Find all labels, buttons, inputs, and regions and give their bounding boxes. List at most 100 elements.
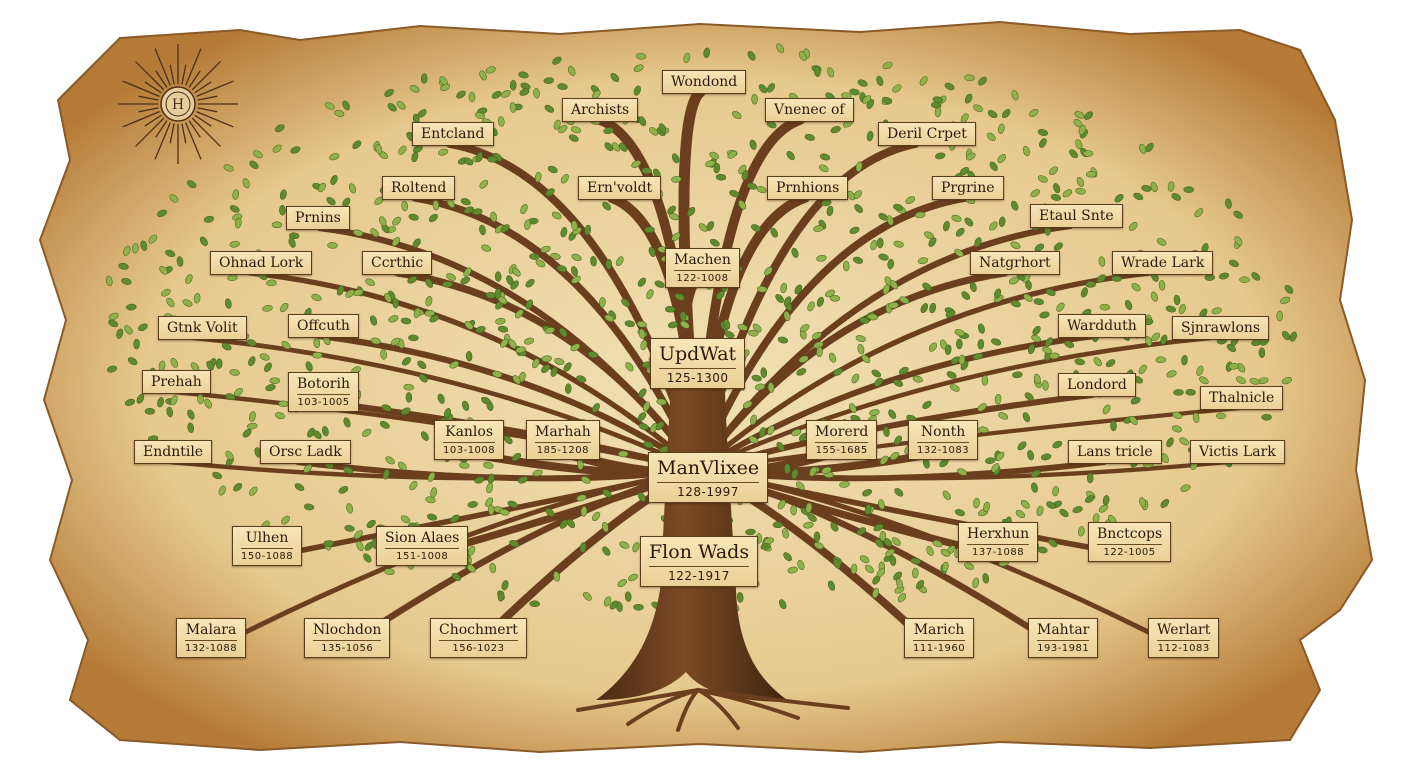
node-morerd[interactable]: Morerd 155-1685 [806,420,878,460]
node-name: Endntile [143,444,204,460]
node-name: Vnenec of [774,102,845,118]
node-manvlixee[interactable]: ManVlixee 128-1997 [648,452,769,503]
node-name: Lans tricle [1077,444,1153,460]
node-name: Ern'voldt [587,180,653,196]
node-wardduth[interactable]: Wardduth [1058,314,1146,338]
node-natgrhort[interactable]: Natgrhort [970,251,1060,275]
node-years: 112-1083 [1157,640,1211,656]
node-years: 193-1981 [1037,640,1090,656]
node-name: Ohnad Lork [219,255,304,271]
node-name: Natgrhort [979,255,1051,271]
node-years: 122-1008 [674,270,731,286]
node-wrade-lark[interactable]: Wrade Lark [1112,251,1214,275]
node-prnhions[interactable]: Prnhions [767,176,849,200]
node-name: Archists [571,102,630,118]
node-name: Mahtar [1037,622,1090,638]
node-prnins[interactable]: Prnins [286,206,350,230]
node-name: Werlart [1157,622,1211,638]
node-machen[interactable]: Machen 122-1008 [665,248,740,288]
node-years: 155-1685 [815,442,869,458]
node-years: 111-1960 [913,640,966,656]
node-roltend[interactable]: Roltend [382,176,456,200]
node-name: Malara [185,622,237,638]
node-ohnad-lork[interactable]: Ohnad Lork [210,251,313,275]
node-name: Nonth [920,424,966,440]
node-etaul-snte[interactable]: Etaul Snte [1030,204,1123,228]
node-years: 156-1023 [439,640,518,656]
node-years: 103-1005 [297,394,350,410]
node-londord[interactable]: Londord [1058,373,1136,397]
node-name: Victis Lark [1199,444,1276,460]
node-orsc-ladk[interactable]: Orsc Ladk [260,440,351,464]
node-kanlos[interactable]: Kanlos 103-1008 [434,420,505,460]
node-name: Herxhun [967,526,1030,542]
node-name: Ulhen [245,530,289,546]
node-name: Etaul Snte [1039,208,1114,224]
node-name: UpdWat [659,343,737,365]
node-gtnk-volit[interactable]: Gtnk Volit [158,316,247,340]
node-years: 122-1005 [1097,544,1163,560]
node-nonth[interactable]: Nonth 132-1083 [908,420,979,460]
node-offcuth[interactable]: Offcuth [288,314,359,338]
node-name: Entcland [421,126,485,142]
node-victis-lark[interactable]: Victis Lark [1190,440,1285,464]
node-chochmert[interactable]: Chochmert 156-1023 [430,618,527,658]
tree-foliage [105,43,1297,612]
node-deril-crpet[interactable]: Deril Crpet [878,122,976,146]
node-name: Bnctcops [1097,526,1163,542]
node-name: Prehah [151,374,202,390]
node-years: 128-1997 [657,482,760,501]
node-name: Botorih [297,376,350,392]
node-name: Deril Crpet [887,126,967,142]
node-name: Londord [1067,377,1127,393]
node-thalnicle[interactable]: Thalnicle [1200,386,1284,410]
node-name: Wondond [671,74,738,90]
node-years: 151-1008 [385,548,460,564]
node-name: Thalnicle [1209,390,1275,406]
node-vnenec-of[interactable]: Vnenec of [765,98,854,122]
node-mahtar[interactable]: Mahtar 193-1981 [1028,618,1099,658]
node-years: 132-1088 [185,640,238,656]
node-name: Flon Wads [649,541,750,563]
node-ernvoldt[interactable]: Ern'voldt [578,176,662,200]
node-years: 103-1008 [443,442,496,458]
node-name: Gtnk Volit [167,320,238,336]
node-name: Kanlos [445,424,494,440]
node-wondond[interactable]: Wondond [662,70,747,94]
node-archists[interactable]: Archists [562,98,639,122]
node-years: 150-1088 [241,548,294,564]
node-name: Prnhions [776,180,840,196]
node-botorih[interactable]: Botorih 103-1005 [288,372,359,412]
node-marhah[interactable]: Marhah 185-1208 [526,420,600,460]
node-entcland[interactable]: Entcland [412,122,494,146]
node-name: Wrade Lark [1121,255,1205,271]
node-name: Machen [674,252,731,268]
node-name: Prgrine [941,180,995,196]
node-name: Chochmert [439,622,518,638]
node-ulhen[interactable]: Ulhen 150-1088 [232,526,303,566]
node-prehah[interactable]: Prehah [142,370,211,394]
node-werlart[interactable]: Werlart 112-1083 [1148,618,1220,658]
node-prgrine[interactable]: Prgrine [932,176,1004,200]
node-name: Prnins [295,210,341,226]
node-name: Marhah [535,424,591,440]
node-years: 132-1083 [917,442,970,458]
node-name: Roltend [391,180,447,196]
node-endntile[interactable]: Endntile [134,440,213,464]
node-bnctcops[interactable]: Bnctcops 122-1005 [1088,522,1172,562]
node-name: Nlochdon [313,622,382,638]
sun-emblem-icon: H [118,44,238,164]
node-sjnrawlons[interactable]: Sjnrawlons [1172,316,1270,340]
node-years: 185-1208 [535,442,591,458]
node-ccrthic[interactable]: Ccrthic [362,251,433,275]
node-name: Morerd [815,424,869,440]
node-lans-tricle[interactable]: Lans tricle [1068,440,1162,464]
node-malara[interactable]: Malara 132-1088 [176,618,247,658]
node-name: ManVlixee [657,457,760,479]
